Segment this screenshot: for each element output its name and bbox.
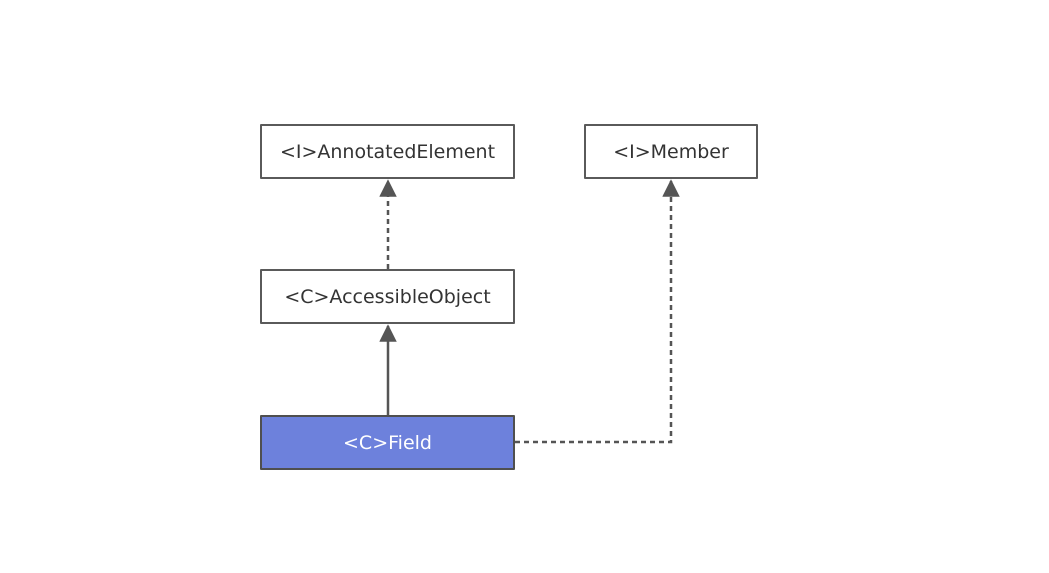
node-field: <C>Field — [260, 415, 515, 470]
node-accessible-object-label: <C>AccessibleObject — [284, 285, 491, 308]
node-member: <I>Member — [584, 124, 758, 179]
node-field-label: <C>Field — [343, 431, 432, 454]
edge-field-to-member — [515, 179, 680, 444]
node-accessible-object: <C>AccessibleObject — [260, 269, 515, 324]
node-annotated-element: <I>AnnotatedElement — [260, 124, 515, 179]
node-member-label: <I>Member — [613, 140, 729, 163]
node-annotated-element-label: <I>AnnotatedElement — [279, 140, 496, 163]
